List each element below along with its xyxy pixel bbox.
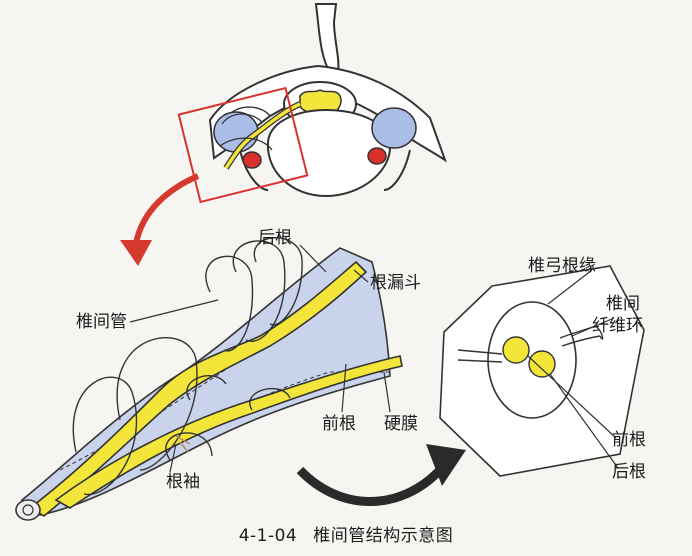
nerve-root-diagram (15, 237, 403, 521)
label-posterior-root: 后根 (258, 228, 292, 248)
posterior-root-circle (528, 350, 556, 378)
label-root-sleeve: 根袖 (166, 472, 200, 492)
label-intervertebral: 椎间 (606, 294, 640, 314)
label-anterior-root: 前根 (322, 414, 356, 434)
pedicle-outline (487, 301, 577, 419)
anterior-root-nerve (54, 355, 403, 509)
dark-arrow (296, 444, 466, 506)
label-leaders-right (527, 269, 619, 469)
right-vertebral-artery (367, 147, 387, 165)
caption-title: 椎间管结构示意图 (313, 526, 454, 546)
posterior-root-nerve (28, 260, 368, 517)
vertebra-cross-section (177, 3, 447, 204)
label-leaders-left (129, 244, 391, 473)
anterior-root-circle (502, 336, 530, 364)
right-disc (371, 107, 417, 149)
figure-caption: 4-1-04 椎间管结构示意图 (0, 521, 692, 546)
caption-number: 4-1-04 (238, 526, 298, 546)
label-dura: 硬膜 (384, 414, 418, 434)
red-zoom-arrow (120, 173, 200, 266)
label-anterior-root-2: 前根 (612, 430, 646, 450)
label-fibrous-ring: 纤维环 (592, 316, 643, 336)
canal-cross-section (439, 265, 645, 477)
label-posterior-root-2: 后根 (612, 462, 646, 482)
label-root-funnel: 根漏斗 (370, 273, 421, 293)
left-vertebral-artery (242, 151, 262, 169)
root-end-cap (15, 499, 41, 521)
label-intervertebral-canal: 椎间管 (76, 312, 127, 332)
label-pedicle-margin: 椎弓根缘 (528, 256, 596, 276)
zoom-box (177, 86, 309, 204)
